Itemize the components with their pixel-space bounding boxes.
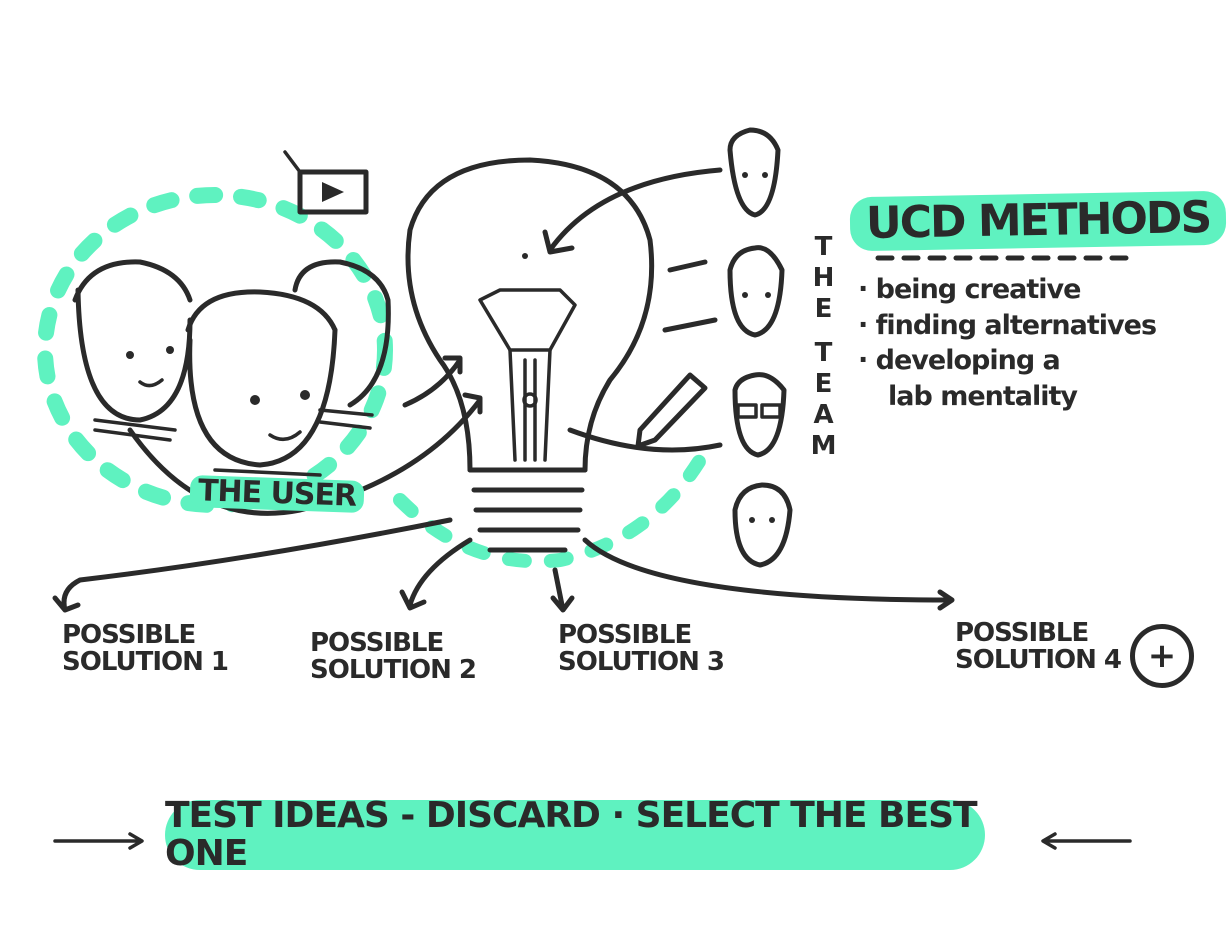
arrow-solution-4 [582, 537, 955, 611]
arrow-solution-2 [399, 537, 473, 611]
team-letter: A [813, 399, 833, 430]
team-member-3 [732, 372, 787, 458]
ucd-item: finding alternatives [858, 308, 1157, 344]
video-play-icon [283, 150, 369, 215]
solution-line: Solution 2 [310, 655, 477, 686]
team-member-4 [732, 482, 793, 568]
solution-line: Possible [62, 620, 196, 650]
lines-team [567, 259, 723, 453]
possible-solution-2: Possible Solution 2 [310, 628, 477, 686]
plus-circle-icon: + [1130, 624, 1194, 688]
ucd-item-continued: lab mentality [888, 380, 1078, 412]
user-face-right [292, 259, 391, 430]
team-letter: E [814, 368, 833, 399]
possible-solution-3: Possible Solution 3 [558, 620, 725, 678]
team-member-1 [727, 127, 781, 218]
possible-solution-1: Possible Solution 1 [62, 620, 229, 678]
bottom-arrow-left [53, 832, 144, 850]
ucd-item: developing a [858, 343, 1156, 379]
lightbulb [405, 157, 655, 553]
possible-solution-4: Possible Solution 4 [955, 618, 1122, 676]
solution-line: Solution 4 [955, 645, 1122, 676]
arrow-user-to-bulb [402, 355, 463, 408]
the-user-label: THE USER [189, 473, 365, 514]
team-letter: T [814, 337, 833, 368]
team-letter: M [810, 431, 837, 462]
solution-line: Possible [310, 628, 444, 658]
ucd-methods-list: being creative finding alternatives deve… [858, 272, 1157, 415]
bottom-arrow-right [1041, 832, 1132, 850]
team-letter: E [814, 294, 833, 325]
solution-line: Solution 3 [558, 647, 725, 678]
team-member-2 [727, 245, 785, 338]
team-letter: T [814, 232, 833, 262]
arrow-team-to-bulb [542, 167, 723, 255]
team-letter: H [812, 263, 835, 294]
team-gap [808, 326, 838, 338]
ucd-item: being creative [858, 272, 1156, 308]
user-face-left [72, 259, 193, 442]
solution-line: Possible [955, 618, 1089, 648]
ucd-methods-title: UCD METHODS [849, 190, 1227, 252]
pencil-icon [635, 372, 708, 449]
arrow-solution-1 [52, 517, 453, 613]
bulb-dashed-arc [393, 453, 707, 569]
solution-line: Possible [558, 620, 692, 650]
the-team-label: T H E T E A M [808, 232, 838, 462]
arrow-solution-3 [550, 567, 575, 613]
solution-line: Solution 1 [62, 647, 229, 678]
bottom-banner: TEST IDEAS - DISCARD · SELECT THE BEST O… [165, 797, 985, 872]
